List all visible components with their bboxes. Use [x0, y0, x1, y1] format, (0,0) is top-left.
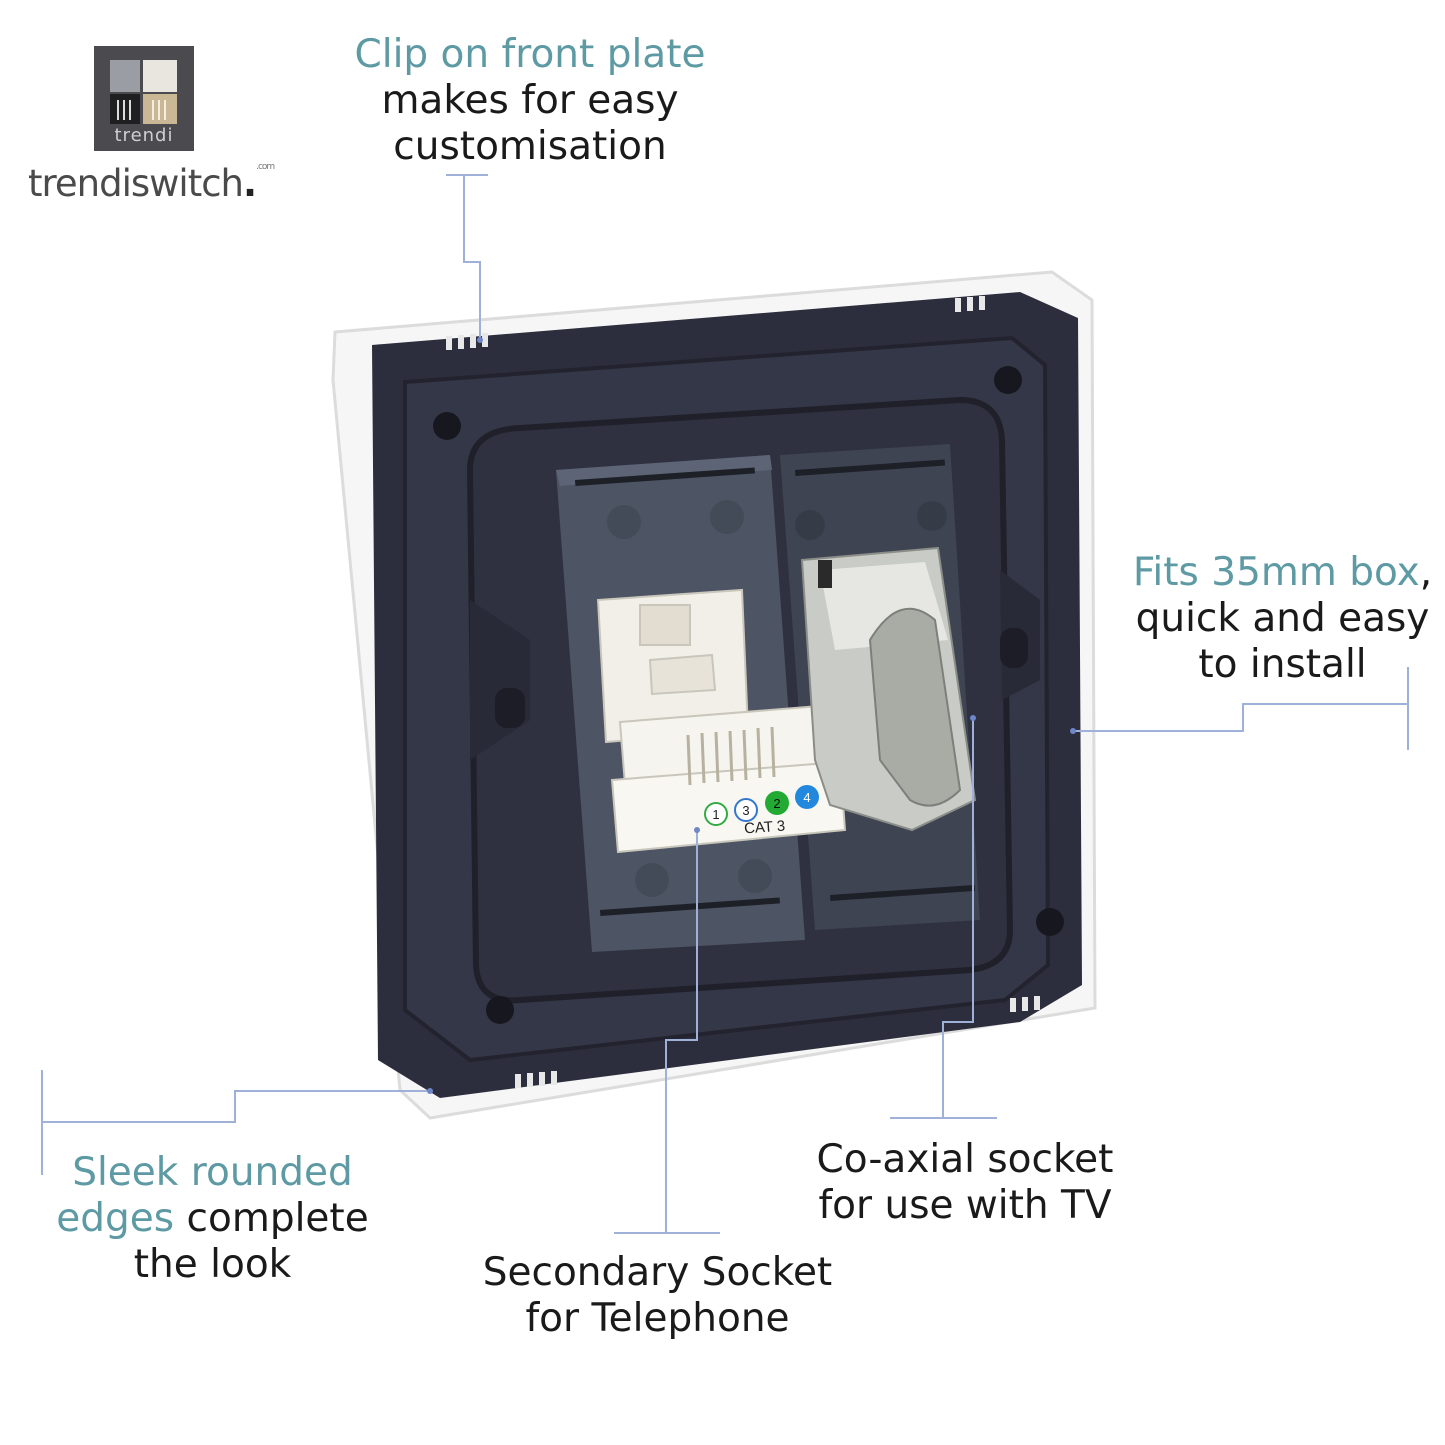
callout-front-plate-line2: makes for easy	[381, 78, 679, 123]
pin-3-icon	[734, 798, 758, 822]
callout-box-fit-line3: to install	[1198, 642, 1367, 687]
pin-4-label: 4	[803, 790, 810, 805]
logo-badge-text: trendi	[114, 125, 174, 146]
leader-lines	[41, 174, 1409, 1234]
callout-box-fit-highlight: Fits 35mm box	[1132, 550, 1420, 595]
logo-wordmark-name: trendiswitch	[28, 162, 244, 205]
pin-2-label: 2	[773, 796, 780, 811]
screw-hole-icon	[486, 996, 514, 1024]
pin-3-label: 3	[742, 803, 749, 818]
callout-edges-highlight2: edges	[56, 1196, 175, 1241]
pin-1-label: 1	[712, 807, 719, 822]
logo-wordmark-suffix: .com	[256, 162, 275, 172]
callout-edges-rest2: complete	[174, 1196, 369, 1241]
callout-telephone-line2: for Telephone	[525, 1296, 790, 1341]
callout-box-fit: Fits 35mm box, quick and easy to install	[1125, 550, 1440, 688]
callout-box-fit-line1: Fits 35mm box,	[1125, 550, 1440, 596]
logo-wordmark-dot: .	[243, 162, 257, 205]
coaxial-connector	[800, 546, 977, 832]
callout-box-fit-comma: ,	[1419, 550, 1433, 595]
logo-wordmark: trendiswitch..com	[28, 162, 275, 205]
callout-telephone-line1: Secondary Socket	[482, 1250, 833, 1295]
callout-coaxial: Co-axial socket for use with TV	[805, 1137, 1125, 1229]
screw-hole-icon	[994, 366, 1022, 394]
callout-box-fit-line2: quick and easy	[1135, 596, 1430, 641]
callout-edges-highlight1: Sleek rounded	[72, 1150, 353, 1195]
callout-edges: Sleek rounded edges complete the look	[40, 1150, 385, 1288]
screw-hole-icon	[433, 412, 461, 440]
callout-front-plate-highlight: Clip on front plate	[354, 32, 706, 77]
callout-coaxial-line2: for use with TV	[818, 1183, 1112, 1228]
callout-coaxial-line1: Co-axial socket	[816, 1137, 1114, 1182]
callout-front-plate: Clip on front plate makes for easy custo…	[330, 32, 730, 170]
callout-edges-line3: the look	[133, 1242, 292, 1287]
screw-hole-icon	[1036, 908, 1064, 936]
pin-1-icon	[704, 802, 728, 826]
pin-2-icon	[765, 791, 789, 815]
callout-front-plate-line3: customisation	[393, 124, 667, 169]
callout-telephone: Secondary Socket for Telephone	[470, 1250, 845, 1342]
cat-label: CAT 3	[744, 818, 786, 838]
callout-edges-line2: edges complete	[40, 1196, 385, 1242]
pin-4-icon	[795, 785, 819, 809]
